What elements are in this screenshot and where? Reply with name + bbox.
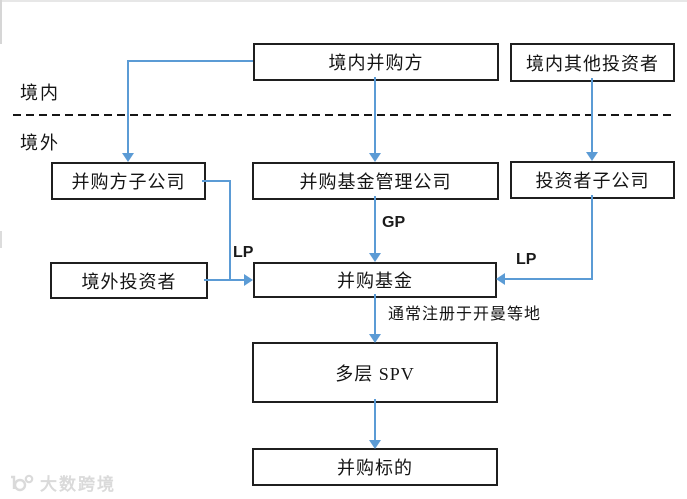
watermark: 大数跨境 <box>8 470 116 495</box>
node-acquirer-subsidiary: 并购方子公司 <box>51 162 206 200</box>
node-fund-management: 并购基金管理公司 <box>252 162 499 200</box>
connector-line <box>374 399 376 440</box>
arrowhead-down-icon <box>122 153 134 162</box>
node-fund-management-label: 并购基金管理公司 <box>299 172 452 192</box>
connector-line <box>202 180 231 182</box>
connector-line <box>505 278 593 280</box>
connector-line <box>229 180 231 280</box>
connector-line <box>591 78 593 152</box>
edge-label-lp-right: LP <box>516 251 537 268</box>
watermark-text: 大数跨境 <box>40 475 116 494</box>
arrowhead-down-icon <box>369 153 381 162</box>
top-edge-line <box>0 0 687 2</box>
node-domestic-other-investors: 境内其他投资者 <box>510 43 675 82</box>
region-label-overseas: 境外 <box>20 133 60 153</box>
arrowhead-left-icon <box>496 273 505 285</box>
arrowhead-right-icon <box>244 274 253 286</box>
arrowhead-down-icon <box>369 334 381 343</box>
left-edge-mark <box>0 231 2 248</box>
region-label-domestic: 境内 <box>20 83 60 103</box>
node-acquirer-subsidiary-label: 并购方子公司 <box>71 172 186 192</box>
node-ma-target-label: 并购标的 <box>337 458 413 478</box>
connector-line <box>591 195 593 280</box>
arrowhead-down-icon <box>369 440 381 449</box>
connector-line <box>374 294 376 334</box>
left-edge-line <box>0 0 2 44</box>
node-investor-subsidiary: 投资者子公司 <box>510 161 675 199</box>
edge-label-gp: GP <box>382 214 406 231</box>
node-overseas-investors: 境外投资者 <box>50 262 208 299</box>
node-domestic-acquirer-label: 境内并购方 <box>328 53 424 73</box>
watermark-logo-icon <box>8 473 36 493</box>
node-multilayer-spv: 多层 SPV <box>252 342 498 403</box>
node-domestic-acquirer: 境内并购方 <box>253 43 499 81</box>
connector-line <box>374 196 376 253</box>
fund-registration-note: 通常注册于开曼等地 <box>388 306 542 323</box>
node-overseas-investors-label: 境外投资者 <box>81 271 177 292</box>
connector-line <box>128 60 253 62</box>
connector-line <box>204 279 245 281</box>
arrowhead-down-icon <box>369 253 381 262</box>
node-ma-target: 并购标的 <box>252 448 498 486</box>
domestic-overseas-separator-line <box>13 114 676 116</box>
connector-line <box>127 60 129 155</box>
node-domestic-other-investors-label: 境内其他投资者 <box>526 53 659 74</box>
connector-line <box>374 77 376 153</box>
node-ma-fund: 并购基金 <box>253 262 497 298</box>
arrowhead-down-icon <box>586 152 598 161</box>
node-ma-fund-label: 并购基金 <box>337 271 413 291</box>
node-multilayer-spv-label: 多层 SPV <box>335 363 415 384</box>
edge-label-lp-left: LP <box>233 244 254 261</box>
node-investor-subsidiary-label: 投资者子公司 <box>535 171 650 191</box>
